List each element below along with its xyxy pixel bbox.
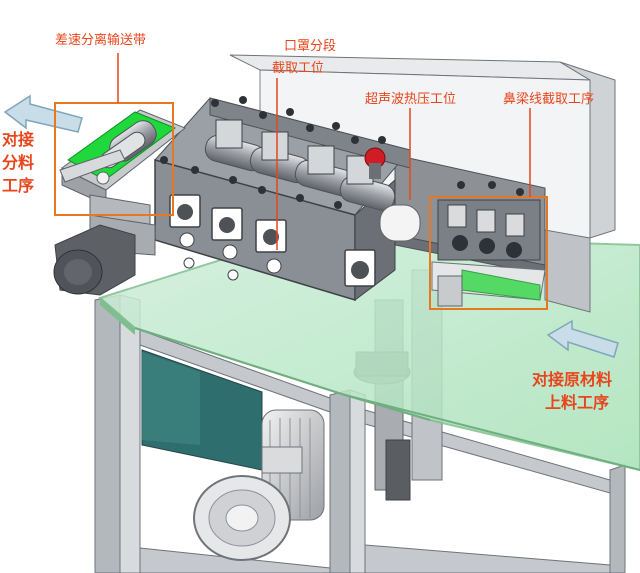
mask-cut-label-line1: 口罩分段	[284, 39, 337, 54]
belt-callout-box	[54, 102, 174, 216]
ultrasonic-label: 超声波热压工位	[365, 92, 457, 107]
connect-raw-label-line1: 对接原材料	[532, 370, 613, 389]
mask-cut-label-line2: 截取工位	[272, 61, 325, 76]
drive-motor	[193, 409, 325, 561]
main-frame	[154, 96, 411, 302]
ultrasonic-roller	[364, 147, 421, 242]
connect-split-line-1: 对接	[2, 130, 35, 149]
differential-belt-unit	[53, 109, 186, 296]
incoming-arrow	[546, 319, 619, 358]
leader-lines	[117, 53, 531, 250]
nose-wire-callout-box	[429, 196, 548, 310]
connect-raw-label-line2: 上料工序	[545, 393, 610, 412]
connect-split-label: 对接 分料 工序	[2, 128, 34, 197]
nose-wire-station	[431, 181, 546, 307]
callout-frames	[54, 102, 548, 310]
connect-split-line-2: 分料	[2, 153, 35, 172]
connect-split-line-3: 工序	[2, 176, 35, 195]
nose-wire-label: 鼻梁线截取工序	[503, 92, 595, 107]
outgoing-arrow	[3, 94, 83, 133]
belt-label: 差速分离输送带	[55, 33, 147, 48]
direction-arrows	[3, 94, 619, 358]
